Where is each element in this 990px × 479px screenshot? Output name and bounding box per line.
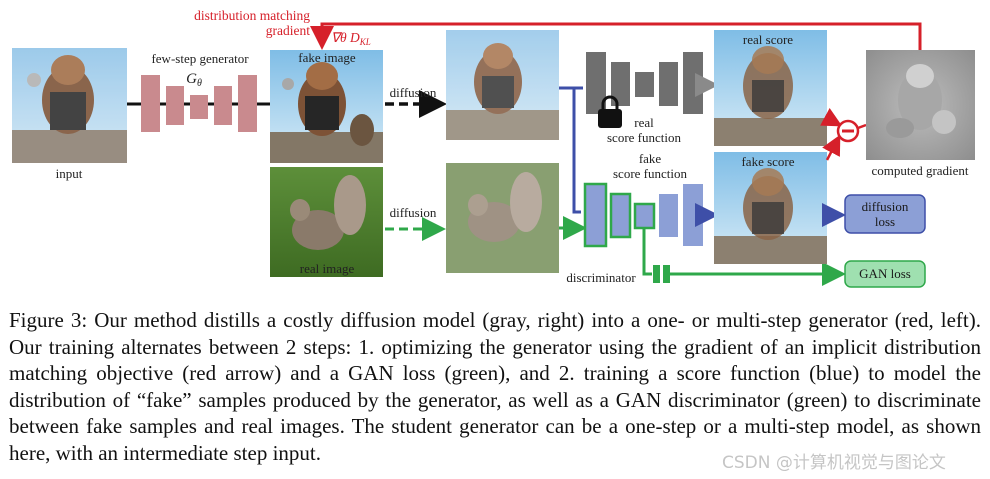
- generator-block: [190, 95, 208, 119]
- input-label: input: [56, 166, 83, 181]
- generator-block: [214, 86, 232, 125]
- minus-circle-icon: [836, 119, 860, 143]
- diffusion-loss-label-2: loss: [875, 214, 895, 229]
- real-score-network: [586, 52, 703, 114]
- gan-loss-box: GAN loss: [844, 260, 926, 288]
- score-block: [583, 182, 608, 248]
- dm-gradient-label-1: distribution matching: [194, 8, 310, 23]
- score-block: [633, 202, 656, 230]
- watermark: CSDN @计算机视觉与图论文: [722, 453, 946, 473]
- figure-caption: Figure 3: Our method distills a costly d…: [9, 308, 981, 465]
- frozen-block: [586, 52, 606, 114]
- real-score-label: real score: [743, 32, 793, 47]
- dm-gradient-arrow: [310, 22, 922, 50]
- dm-gradient-label-2: gradient: [266, 23, 310, 38]
- method-diagram: input few-step generator Gθ fake image r…: [12, 8, 975, 288]
- fake-image: [270, 50, 383, 163]
- fake-score-image: [714, 152, 827, 264]
- frozen-block: [635, 72, 654, 97]
- noisy-real-image: [446, 163, 559, 273]
- diffusion-label-bottom: diffusion: [390, 205, 437, 220]
- real-score-function-label-2: score function: [607, 130, 682, 145]
- gan-loss-label: GAN loss: [859, 266, 911, 281]
- score-block: [659, 194, 678, 237]
- frozen-block: [659, 62, 678, 106]
- generator-symbol: Gθ: [186, 71, 202, 89]
- real-score-function-label-1: real: [634, 115, 654, 130]
- discriminator-label: discriminator: [566, 270, 636, 285]
- generator-network: [141, 75, 257, 132]
- lock-icon: [598, 95, 622, 128]
- frozen-block: [683, 52, 703, 114]
- disc-to-head-path: [642, 228, 652, 276]
- fake-score-label: fake score: [741, 154, 794, 169]
- disc-head-block: [663, 265, 670, 283]
- noisy-fake-image: [446, 30, 559, 140]
- fake-score-network: [583, 182, 703, 248]
- real-score-to-minus-arrow: [820, 108, 843, 127]
- input-image: [12, 48, 127, 163]
- minus-to-gradient-line: [857, 123, 867, 130]
- diffusion-loss-box: diffusion loss: [844, 194, 926, 234]
- fake-score-function-label-1: fake: [639, 151, 662, 166]
- fake-score-to-minus-arrow: [822, 134, 841, 161]
- generator-block: [238, 75, 257, 132]
- generator-label: few-step generator: [151, 51, 249, 66]
- real-image-label: real image: [300, 261, 355, 276]
- gradient-symbol: ∇θ DKL: [331, 30, 371, 47]
- score-block: [683, 184, 703, 246]
- score-block: [609, 192, 632, 239]
- generator-block: [166, 86, 184, 125]
- disc-head-block: [653, 265, 660, 283]
- generator-block: [141, 75, 160, 132]
- real-image: [270, 167, 383, 277]
- computed-gradient-label: computed gradient: [871, 163, 968, 178]
- real-score-image: [714, 30, 827, 146]
- diffusion-label-top: diffusion: [390, 85, 437, 100]
- fake-score-function-label-2: score function: [613, 166, 688, 181]
- diffusion-loss-label-1: diffusion: [862, 199, 909, 214]
- fake-to-score-path: [559, 86, 581, 214]
- fake-image-label: fake image: [298, 50, 356, 65]
- frozen-block: [611, 62, 630, 106]
- computed-gradient-image: [866, 50, 975, 160]
